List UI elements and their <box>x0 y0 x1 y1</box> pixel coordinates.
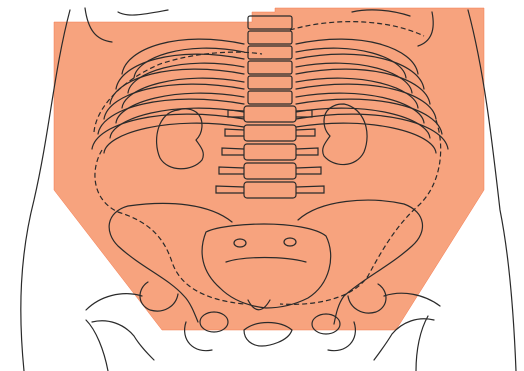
thigh-right <box>416 316 428 371</box>
treatment-field <box>54 8 484 330</box>
arm-left-inner <box>118 10 168 15</box>
thigh-left <box>86 320 108 371</box>
